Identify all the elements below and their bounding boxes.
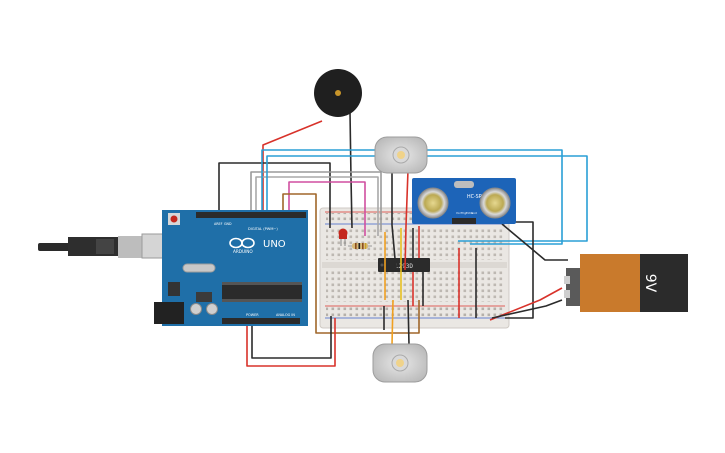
arduino-logo: UNO ARDUINO (229, 237, 286, 254)
reset-button[interactable] (168, 213, 180, 225)
sensor-pin-echo: Echo (466, 211, 473, 215)
maker-label: ARDUINO (233, 249, 253, 254)
dc-motor-bottom[interactable] (372, 343, 428, 383)
battery-label: 9V (642, 274, 658, 293)
motor-top-lead-1 (391, 170, 397, 271)
battery-red-wire (489, 287, 563, 321)
battery-9v[interactable]: 9V (564, 254, 688, 312)
power-wire-red (246, 316, 336, 367)
battery-black-wire (491, 299, 563, 319)
chip-label: L293D (395, 263, 413, 270)
buzzer-wire-red (262, 120, 323, 213)
sensor-pin-gnd: Gnd (471, 211, 477, 215)
sensor-vcc-wire (501, 223, 568, 261)
led[interactable] (338, 228, 348, 247)
gnd-wire-black (218, 162, 331, 228)
buzzer-wire-black (349, 111, 353, 229)
brand-label: UNO (263, 239, 286, 250)
wire-blue-2 (266, 155, 588, 242)
l293d-chip[interactable]: L293D (378, 258, 430, 272)
usb-cable (38, 233, 169, 259)
power-wire-black (251, 316, 332, 359)
resistor[interactable] (348, 243, 372, 249)
wire-gray-1 (250, 171, 382, 230)
wire-gray-2 (255, 176, 379, 236)
ultrasonic-sensor[interactable]: HC-SR04 Vcc Trig Echo Gnd (412, 178, 516, 224)
power-label: POWER (246, 313, 259, 317)
motor-bottom-lead-1 (391, 299, 394, 346)
wire-brown (282, 193, 420, 334)
analog-label: ANALOG IN (276, 313, 295, 317)
wires (218, 111, 588, 367)
sensor-model-label: HC-SR04 (467, 194, 488, 200)
pin-aref-label: AREF (214, 222, 223, 226)
motor-top-lead-2 (404, 169, 409, 271)
sensor-pin-trig: Trig (460, 211, 466, 215)
arduino-uno[interactable]: AREF GND DIGITAL (PWM~) POWER ANALOG IN … (38, 210, 308, 326)
digital-label: DIGITAL (PWM~) (248, 227, 278, 231)
wire-blue-1 (261, 149, 563, 245)
dc-motor-top[interactable] (374, 136, 428, 174)
pin-gnd-label: GND (224, 222, 232, 226)
sensor-pin-vcc: Vcc (456, 211, 461, 215)
motor-bottom-lead-2 (407, 299, 410, 346)
wire-pink (288, 181, 366, 236)
sensor-gnd-wire (500, 221, 534, 319)
piezo-buzzer[interactable] (314, 69, 362, 117)
